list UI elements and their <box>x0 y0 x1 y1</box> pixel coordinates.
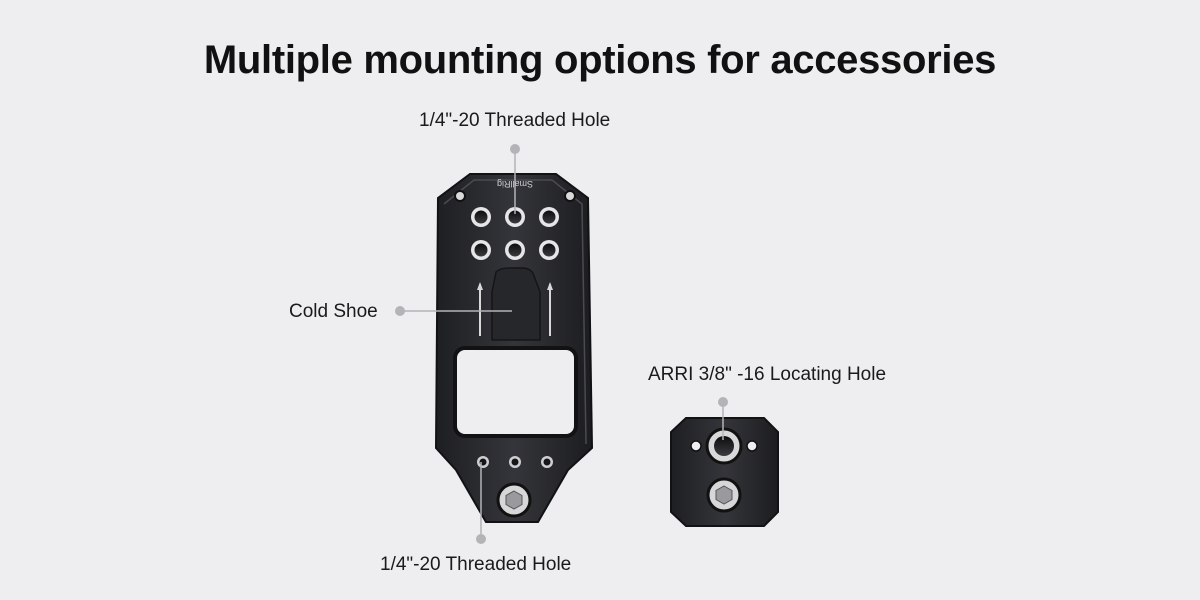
leader-arri <box>718 397 728 440</box>
leader-cold-shoe <box>395 306 512 316</box>
callout-bottom-threaded-hole: 1/4"-20 Threaded Hole <box>380 554 572 575</box>
cold-shoe <box>477 267 553 341</box>
page-title: Multiple mounting options for accessorie… <box>203 38 997 82</box>
hex-screw-main <box>496 482 532 518</box>
corner-screw-left <box>454 190 466 202</box>
callout-arri-locating-hole: ARRI 3/8" -16 Locating Hole <box>648 364 887 385</box>
mounting-plate: SmallRig <box>434 173 594 523</box>
threaded-hole-grid <box>471 207 559 260</box>
bottom-threaded-holes <box>477 456 553 468</box>
arri-locating-hole <box>705 427 743 465</box>
callout-cold-shoe: Cold Shoe <box>289 301 378 322</box>
callout-top-threaded-hole: 1/4"-20 Threaded Hole <box>419 110 611 131</box>
arri-plate <box>670 417 779 527</box>
leader-bottom <box>476 462 486 544</box>
corner-screw-right <box>564 190 576 202</box>
hex-screw-arri <box>706 477 742 513</box>
leader-top <box>510 144 520 214</box>
plate-window <box>453 346 578 438</box>
